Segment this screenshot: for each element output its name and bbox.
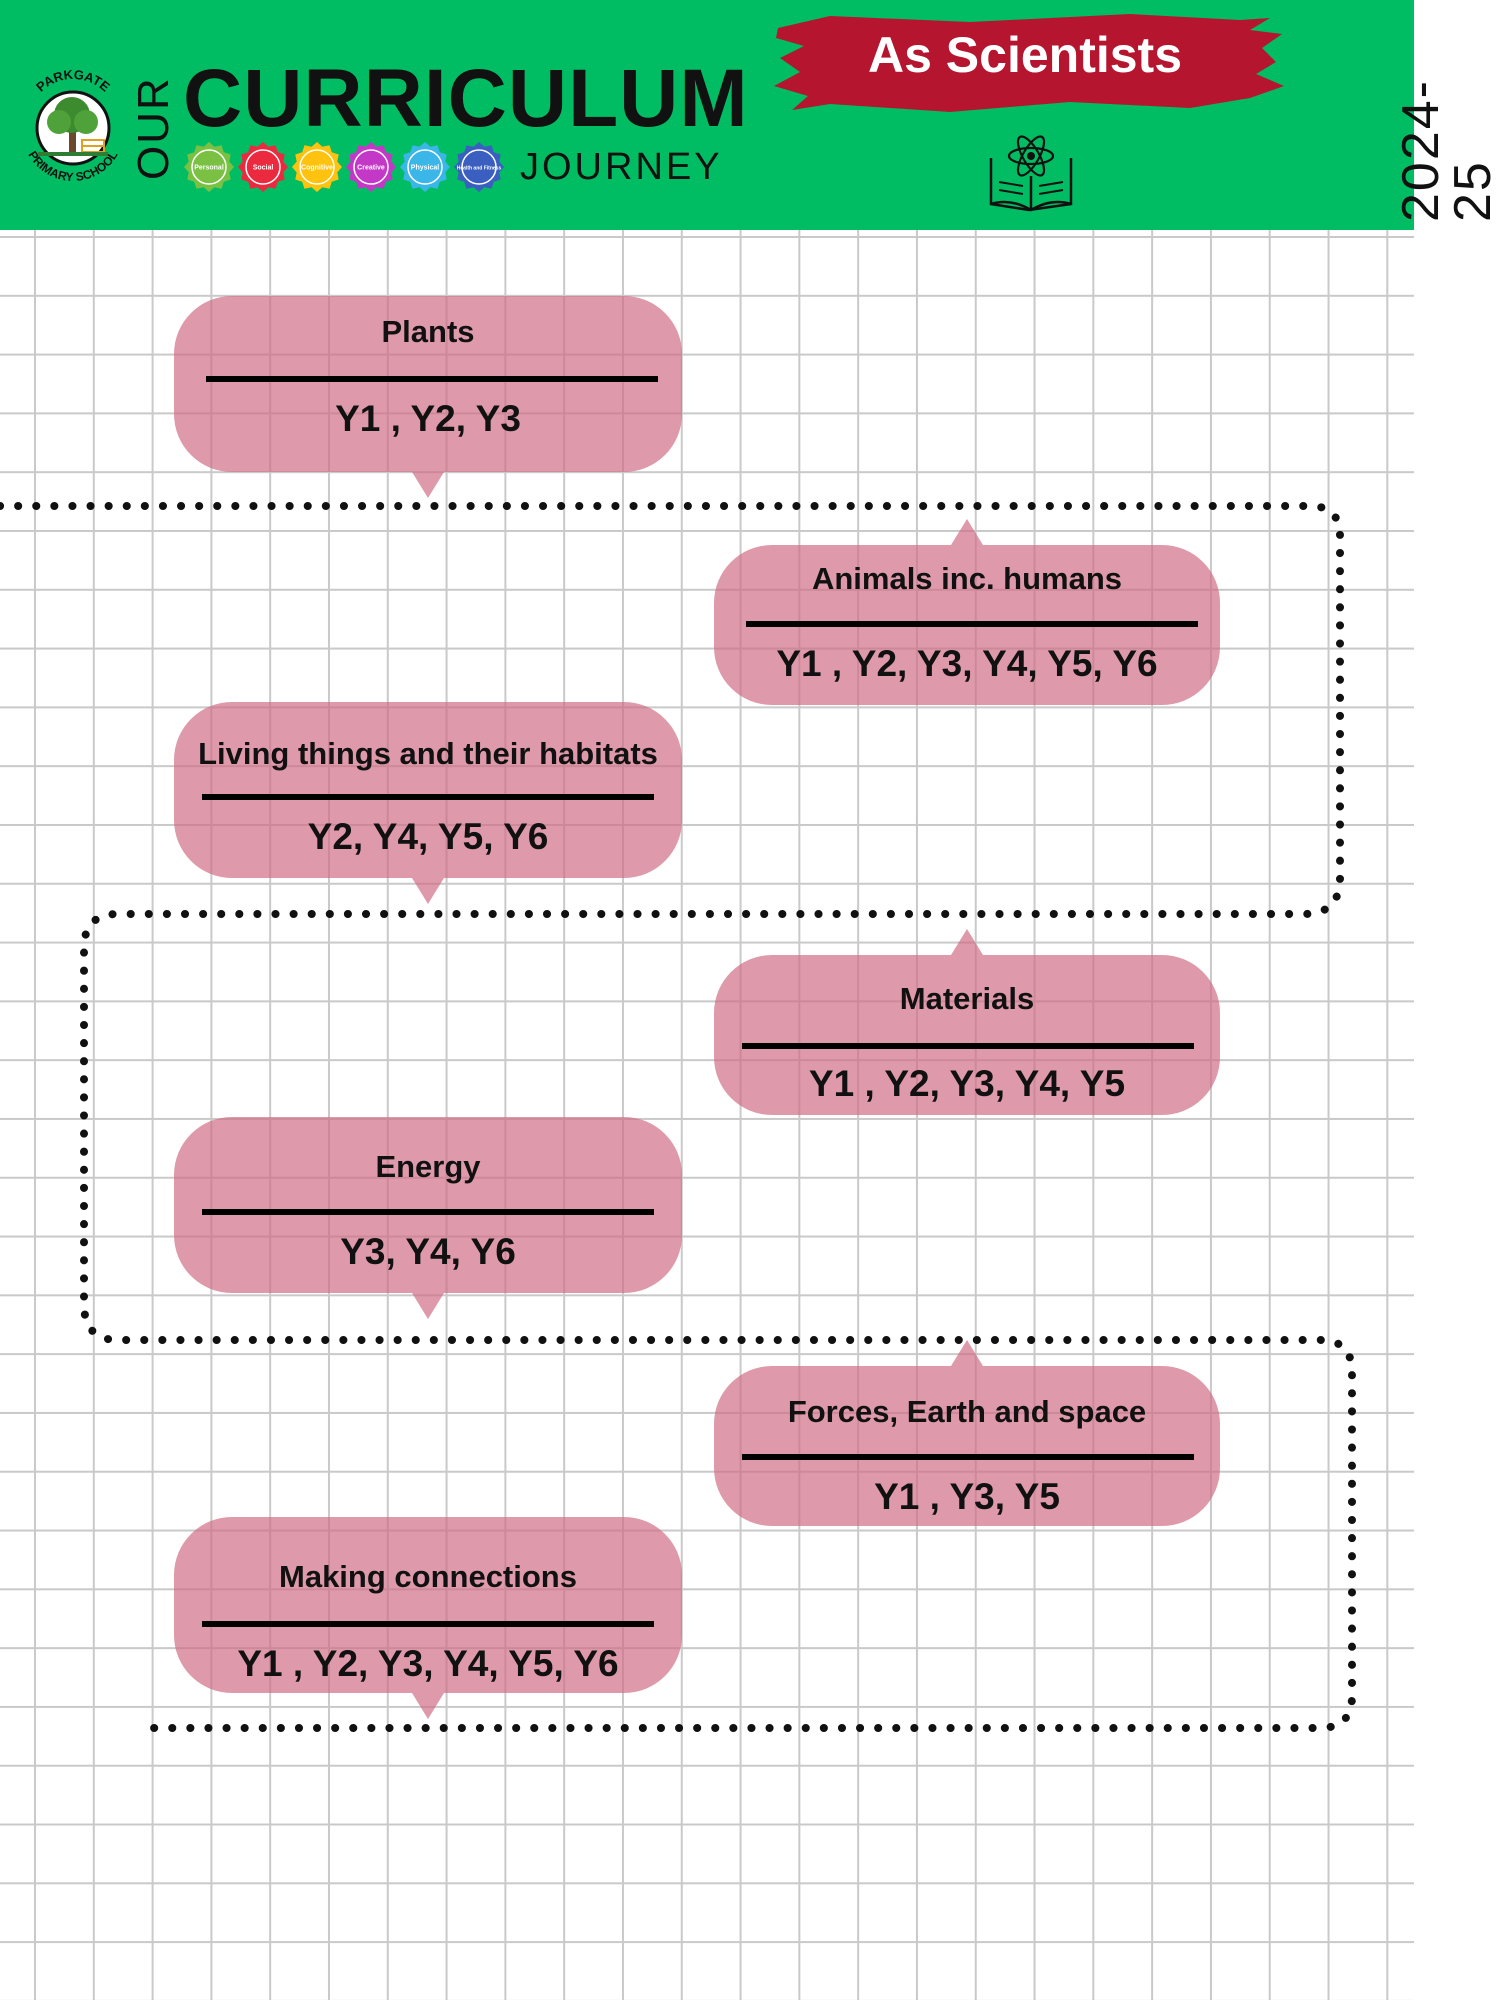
topic-plants: Plants Y1 , Y2, Y3 xyxy=(174,296,682,472)
banner-title: As Scientists xyxy=(867,27,1182,83)
header: PARKGATE PRIMARY SCHOOL OUR CURRICULUM P… xyxy=(0,0,1502,230)
topic-title: Energy xyxy=(375,1149,481,1184)
brush-banner xyxy=(774,14,1284,112)
bubble-tail xyxy=(951,519,983,545)
gear-label: Physical xyxy=(411,165,439,172)
gear-icon: Physical xyxy=(400,142,450,192)
curriculum-title: CURRICULUM xyxy=(183,53,749,144)
topic-years: Y1 , Y2, Y3, Y4, Y5, Y6 xyxy=(237,1643,619,1684)
topic-making-connections: Making connections Y1 , Y2, Y3, Y4, Y5, … xyxy=(174,1517,682,1693)
topic-title: Animals inc. humans xyxy=(811,561,1123,596)
atom-book-icon xyxy=(989,135,1073,212)
topic-living-things: Living things and their habitats Y2, Y4,… xyxy=(174,702,682,878)
topic-animals: Animals inc. humans Y1 , Y2, Y3, Y4, Y5,… xyxy=(714,545,1220,705)
topic-title: Forces, Earth and space xyxy=(787,1394,1147,1429)
bubble-tail xyxy=(412,878,444,904)
divider xyxy=(206,376,658,382)
divider xyxy=(742,1043,1194,1049)
gear-label: Personal xyxy=(194,165,224,172)
gear-icon: Personal xyxy=(184,142,234,192)
topic-years: Y1 , Y2, Y3, Y4, Y5, Y6 xyxy=(776,643,1158,684)
our-label: OUR xyxy=(129,76,178,180)
gear-icon: Social xyxy=(238,142,288,192)
topic-forces: Forces, Earth and space Y1 , Y3, Y5 xyxy=(714,1366,1220,1526)
divider xyxy=(202,1209,654,1215)
divider xyxy=(202,794,654,800)
topic-title: Plants xyxy=(381,314,475,349)
gear-label: Social xyxy=(253,165,274,172)
topic-years: Y2, Y4, Y5, Y6 xyxy=(307,816,549,857)
bubble-tail xyxy=(412,1693,444,1719)
grid-background xyxy=(0,230,1414,2000)
school-year: 2024-25 xyxy=(1392,79,1502,222)
bubble-tail xyxy=(951,1340,983,1366)
topic-title: Making connections xyxy=(279,1559,577,1594)
school-logo: PARKGATE PRIMARY SCHOOL xyxy=(25,67,120,184)
gear-label: Creative xyxy=(357,165,385,172)
divider xyxy=(742,1454,1194,1460)
skill-gears: Personal Social Cognitive Creative Physical H… xyxy=(183,141,505,193)
topic-years: Y1 , Y2, Y3 xyxy=(335,398,521,439)
topic-years: Y3, Y4, Y6 xyxy=(340,1231,516,1272)
topic-materials: Materials Y1 , Y2, Y3, Y4, Y5 xyxy=(714,955,1220,1115)
gear-icon: Creative xyxy=(346,142,396,192)
gear-label: Cognitive xyxy=(301,165,333,172)
topic-title: Materials xyxy=(899,981,1035,1016)
topic-title: Living things and their habitats xyxy=(198,736,658,771)
gear-icon: Health and Fitness xyxy=(454,142,504,192)
bubble-tail xyxy=(412,472,444,498)
divider xyxy=(202,1621,654,1627)
bubble-tail xyxy=(412,1293,444,1319)
topic-years: Y1 , Y2, Y3, Y4, Y5 xyxy=(808,1063,1126,1104)
gear-label: Health and Fitness xyxy=(457,166,502,172)
divider xyxy=(746,621,1198,627)
topic-energy: Energy Y3, Y4, Y6 xyxy=(174,1117,682,1293)
bubble-tail xyxy=(951,929,983,955)
gear-icon: Cognitive xyxy=(292,142,342,192)
topic-years: Y1 , Y3, Y5 xyxy=(874,1476,1060,1517)
journey-label: JOURNEY xyxy=(520,146,723,188)
